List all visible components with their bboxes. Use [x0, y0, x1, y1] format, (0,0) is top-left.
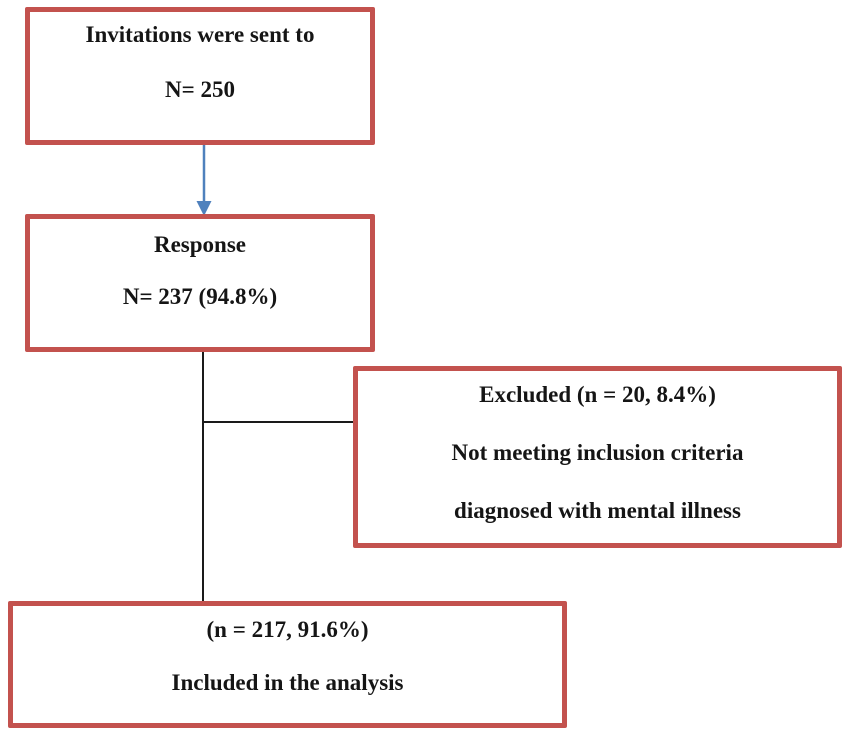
included-label: Included in the analysis [171, 670, 404, 695]
box-included: (n = 217, 91.6%) Included in the analysi… [8, 601, 567, 728]
excluded-reason-2: diagnosed with mental illness [454, 498, 741, 523]
included-count: (n = 217, 91.6%) [206, 617, 369, 642]
box-invitations: Invitations were sent to N= 250 [25, 7, 375, 145]
box-response: Response N= 237 (94.8%) [25, 214, 375, 352]
response-label: Response [153, 232, 246, 257]
invitations-count: N= 250 [165, 77, 235, 102]
response-count: N= 237 (94.8%) [122, 284, 278, 309]
box-excluded: Excluded (n = 20, 8.4%) Not meeting incl… [353, 366, 842, 548]
invitations-label: Invitations were sent to [85, 22, 315, 47]
excluded-count: Excluded (n = 20, 8.4%) [479, 382, 716, 407]
excluded-reason-1: Not meeting inclusion criteria [451, 440, 744, 465]
